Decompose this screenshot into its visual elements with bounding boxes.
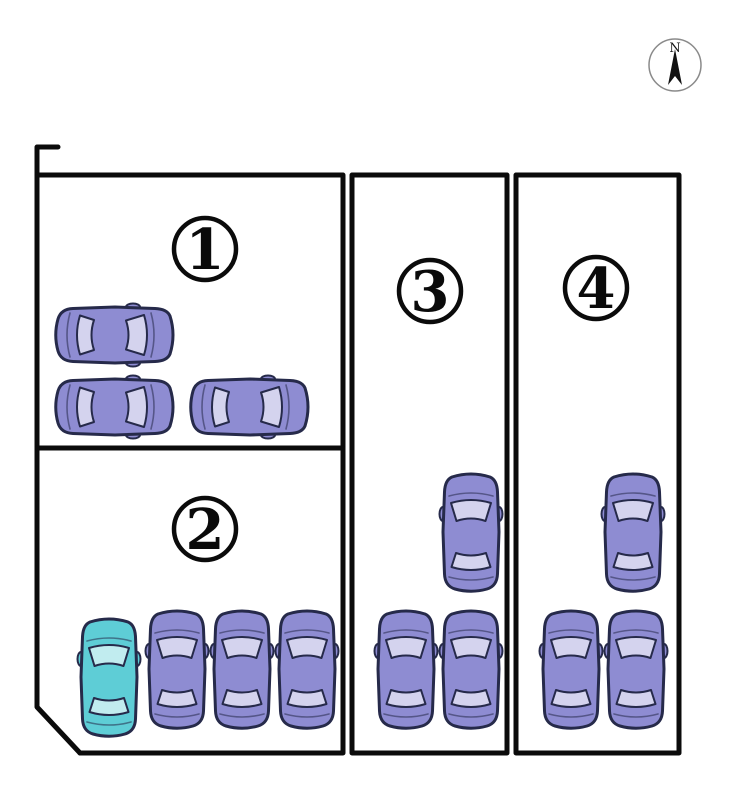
zone-3-label: 3 [411,259,450,325]
car-icon [274,609,340,730]
car-icon [600,472,666,593]
compass-north-label: N [669,41,680,56]
zone-3: 3 [373,257,504,730]
zone-1-label: 1 [186,217,225,283]
zone-4-badge [562,254,630,322]
zone-1-badge [171,215,239,283]
zone-4-boundary [513,172,682,756]
zone-4: 4 [538,254,669,730]
zone-2: 2 [76,495,340,738]
highlighted-teal-car-icon [76,617,142,738]
car-icon [54,302,175,368]
zone-3-boundary [349,172,510,756]
car-icon [189,374,310,440]
zone-1-2-boundary [34,172,346,756]
zone-2-label: 2 [186,497,225,563]
compass: N [648,38,702,92]
lot-left-wall [34,144,83,756]
car-icon [538,609,604,730]
car-icon [144,609,210,730]
compass-needle-icon [668,49,682,85]
zone-3-badge [396,257,464,325]
car-icon [438,472,504,593]
zone-4-label: 4 [577,256,616,322]
zone-2-badge [171,495,239,563]
car-icon [603,609,669,730]
car-icon [373,609,439,730]
car-icon [54,374,175,440]
zone-1: 1 [54,215,310,440]
car-icon [209,609,275,730]
car-icon [438,609,504,730]
